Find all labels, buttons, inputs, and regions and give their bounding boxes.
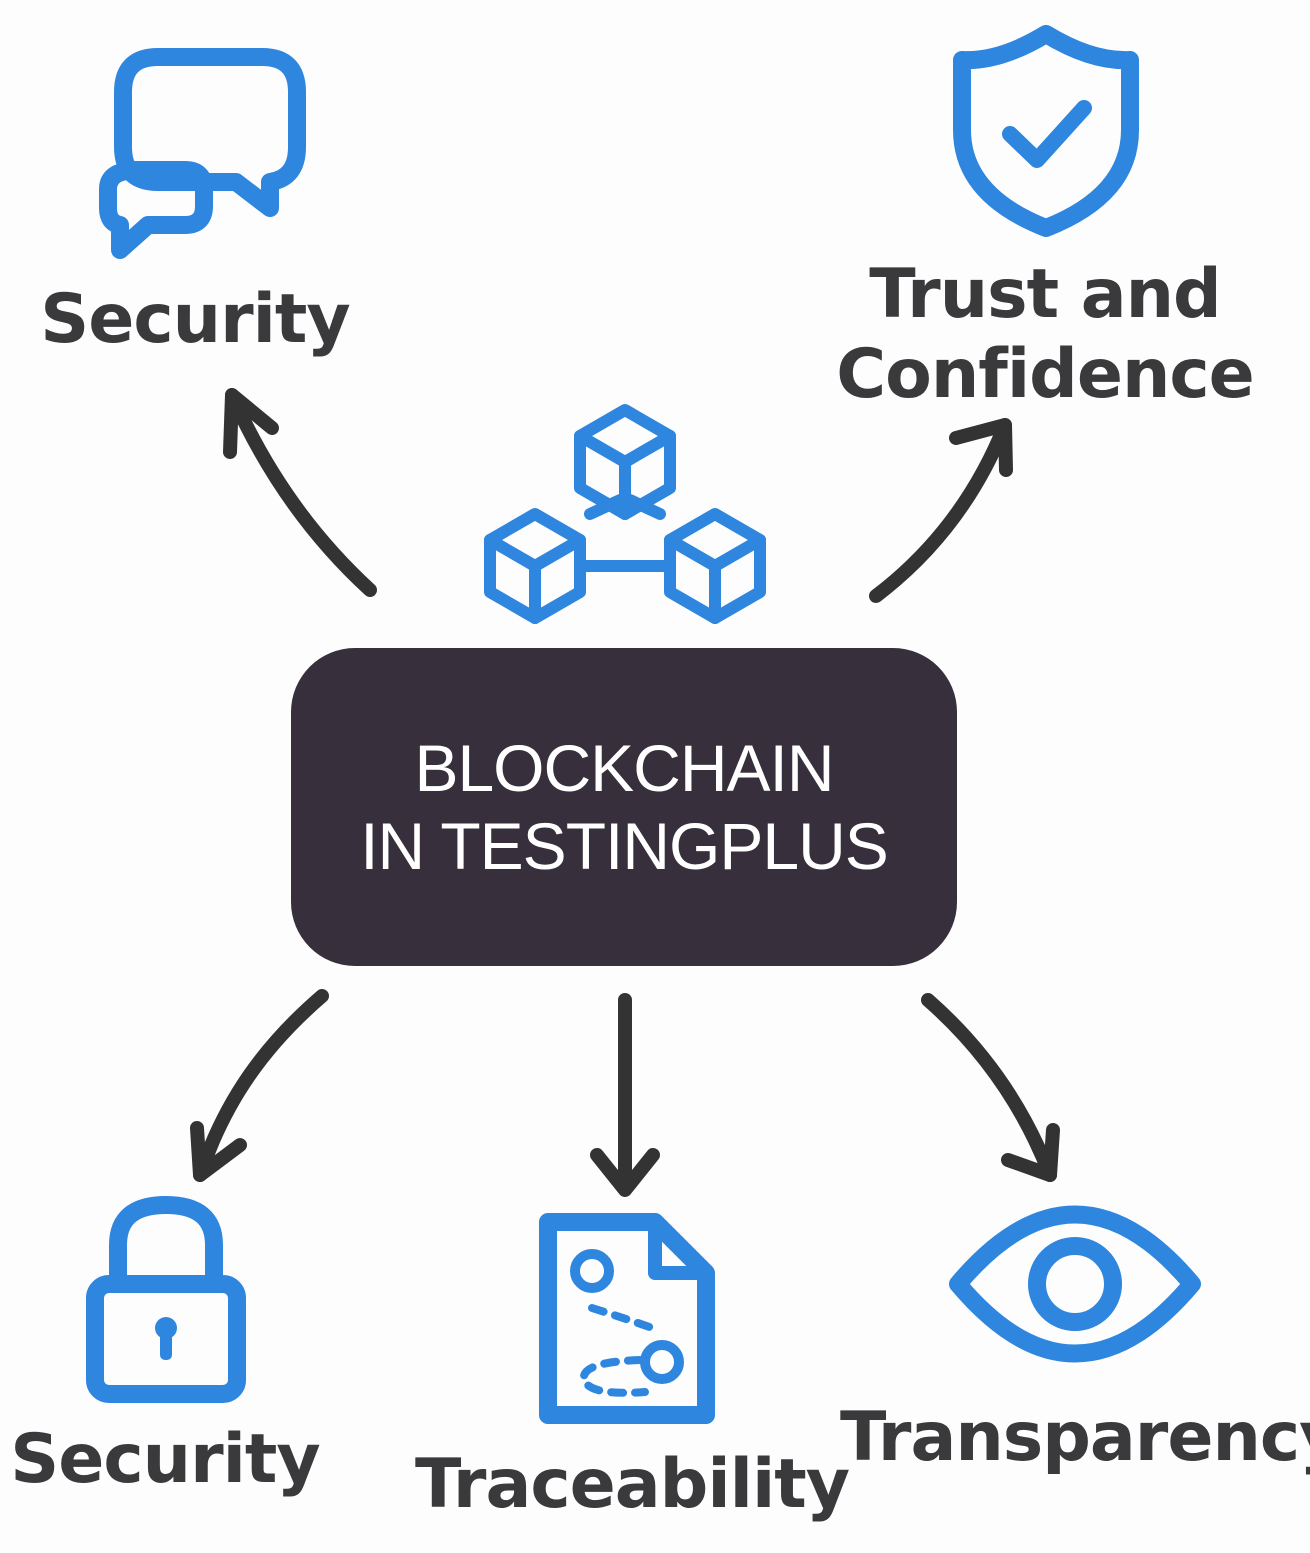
node-label-transparency: Transparency	[840, 1398, 1310, 1477]
arrow-to-bottom-left	[190, 989, 329, 1182]
padlock-icon	[86, 1196, 246, 1403]
node-label-security-bottom: Security	[10, 1420, 321, 1499]
node-label-trust-line1: Trust and	[869, 255, 1222, 334]
blockchain-cubes-icon	[484, 404, 766, 624]
chat-bubbles-icon	[99, 48, 306, 259]
cube-link	[584, 494, 626, 520]
node-label-trust-line2: Confidence	[836, 335, 1255, 414]
node-label-trust-confidence: Trust and Confidence	[820, 255, 1270, 415]
cube-link	[624, 494, 666, 520]
shield-check-icon	[953, 25, 1139, 237]
arrow-to-bottom-center	[590, 993, 660, 1197]
arrow-to-bottom-right	[921, 993, 1060, 1182]
node-label-traceability: Traceability	[415, 1445, 850, 1524]
node-label-security-top: Security	[40, 280, 351, 359]
central-hub: BLOCKCHAIN IN TESTINGPLUS	[291, 648, 957, 966]
eye-icon	[949, 1205, 1201, 1363]
arrow-to-top-right	[869, 418, 1013, 603]
cube-top	[574, 404, 676, 520]
hub-title: BLOCKCHAIN IN TESTINGPLUS	[360, 729, 889, 885]
arrow-to-top-left	[223, 388, 377, 597]
document-trace-icon	[539, 1213, 715, 1424]
cube-left	[484, 508, 586, 624]
hub-title-line1: BLOCKCHAIN	[414, 731, 834, 805]
cube-right	[664, 508, 766, 624]
hub-title-line2: IN TESTINGPLUS	[360, 809, 889, 883]
